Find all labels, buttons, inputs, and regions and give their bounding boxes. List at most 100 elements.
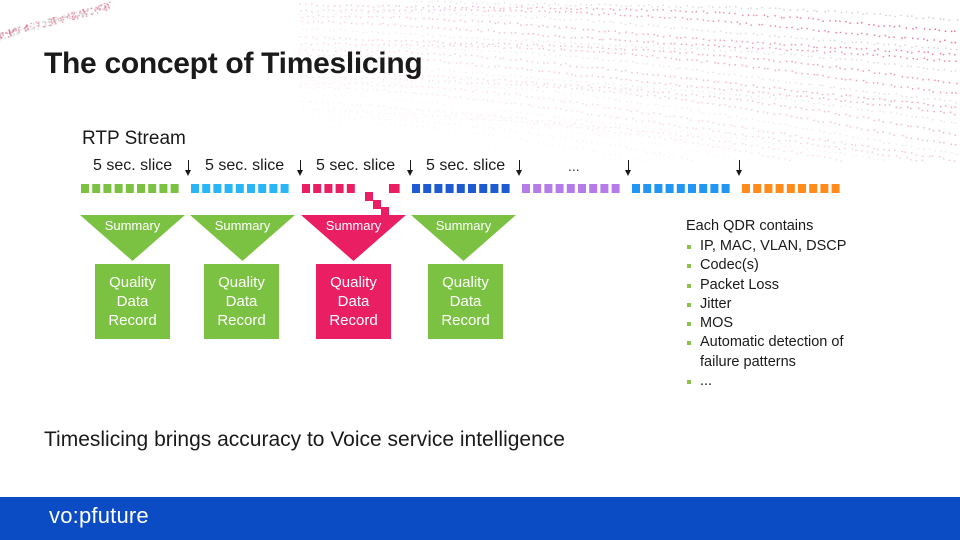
summary-funnel: Summary: [190, 215, 295, 261]
packet-block: [544, 184, 553, 193]
packet-block: [753, 184, 762, 193]
packet-block: [688, 184, 696, 193]
list-item: Codec(s): [686, 256, 846, 275]
packet-block: [412, 184, 420, 193]
packet-block: [566, 184, 575, 193]
qdr-contents-heading: Each QDR contains: [686, 218, 814, 234]
packet-block: [798, 184, 806, 193]
summary-funnel: Summary: [301, 215, 406, 261]
list-item: MOS: [686, 314, 846, 333]
voipfuture-logo: vo:pfuture: [49, 503, 149, 528]
packet-block: [346, 184, 355, 193]
packet-block: [533, 184, 542, 193]
slice-label: 5 sec. slice: [316, 157, 396, 174]
packet-block: [313, 184, 322, 193]
packet-block: [247, 184, 255, 193]
packet-block: [335, 184, 344, 193]
summary-label: Summary: [325, 218, 382, 233]
packet-block: [710, 184, 719, 193]
packet-block: [490, 184, 499, 193]
qdr-contents-list: IP, MAC, VLAN, DSCP Codec(s) Packet Loss…: [686, 237, 846, 391]
packet-block: [170, 184, 179, 193]
rtp-stream-label: RTP Stream: [82, 128, 186, 149]
page-title: The concept of Timeslicing: [44, 47, 423, 80]
packet-block: [324, 184, 333, 193]
packet-block: [632, 184, 640, 193]
packet-block: [224, 184, 233, 193]
packet-block: [103, 184, 112, 193]
packet-block: [589, 184, 598, 193]
packet-block: [555, 184, 564, 193]
packet-block: [148, 184, 157, 193]
down-arrow-icon: [516, 160, 522, 176]
list-item: Packet Loss: [686, 276, 846, 295]
down-arrow-icon: [185, 160, 191, 176]
packet-block: [654, 184, 663, 193]
slice-label: 5 sec. slice: [205, 157, 285, 174]
summary-label: Summary: [435, 218, 492, 233]
packet-block: [434, 184, 443, 193]
packet-block: [676, 184, 685, 193]
slice-label: 5 sec. slice: [93, 157, 173, 174]
list-item: IP, MAC, VLAN, DSCP: [686, 237, 846, 256]
list-item: Jitter: [686, 295, 846, 314]
packet-block: [611, 184, 620, 193]
packet-block: [501, 184, 510, 193]
packet-block: [423, 184, 432, 193]
packet-block: [269, 184, 278, 193]
packet-block: [81, 184, 89, 193]
summary-label: Summary: [214, 218, 271, 233]
list-item: Automatic detection of: [686, 333, 846, 352]
list-item-continuation: failure patterns: [700, 353, 796, 370]
packet-block: [302, 184, 310, 193]
packet-block: [213, 184, 222, 193]
falling-packet: [373, 200, 381, 209]
packet-block: [125, 184, 134, 193]
packet-block: [114, 184, 123, 193]
packet-block: [721, 184, 730, 193]
packet-block: [479, 184, 488, 193]
tagline: Timeslicing brings accuracy to Voice ser…: [44, 428, 565, 451]
packet-block: [202, 184, 211, 193]
packet-block: [258, 184, 267, 193]
packet-block: [665, 184, 674, 193]
down-arrow-icon: [297, 160, 303, 176]
packet-block: [775, 184, 784, 193]
summary-funnel: Summary: [80, 215, 185, 261]
packet-block: [522, 184, 530, 193]
more-slices-ellipsis: ...: [568, 158, 580, 174]
summary-funnel: Summary: [411, 215, 516, 261]
down-arrow-icon: [407, 160, 413, 176]
down-arrow-icon: [625, 160, 631, 176]
summary-label: Summary: [104, 218, 161, 233]
packet-block: [445, 184, 454, 193]
packet-block: [468, 184, 476, 193]
packet-block: [280, 184, 289, 193]
packet-block: [137, 184, 145, 193]
packet-block: [456, 184, 465, 193]
packet-block: [159, 184, 168, 193]
packet-block: [786, 184, 795, 193]
packet-block: [699, 184, 708, 193]
packet-block: [389, 184, 397, 193]
footer-bar: vo:pfuture: [0, 497, 960, 540]
packet-block: [831, 184, 840, 193]
packet-block: [578, 184, 586, 193]
down-arrow-icon: [736, 160, 742, 176]
packet-block: [809, 184, 818, 193]
falling-packet: [365, 192, 373, 201]
packet-block: [764, 184, 773, 193]
packet-block: [191, 184, 199, 193]
packet-block: [820, 184, 829, 193]
packet-block: [600, 184, 609, 193]
packet-block: [92, 184, 101, 193]
list-item: ...: [686, 372, 846, 391]
slice-label: 5 sec. slice: [426, 157, 506, 174]
packet-block: [235, 184, 244, 193]
packet-block: [742, 184, 750, 193]
